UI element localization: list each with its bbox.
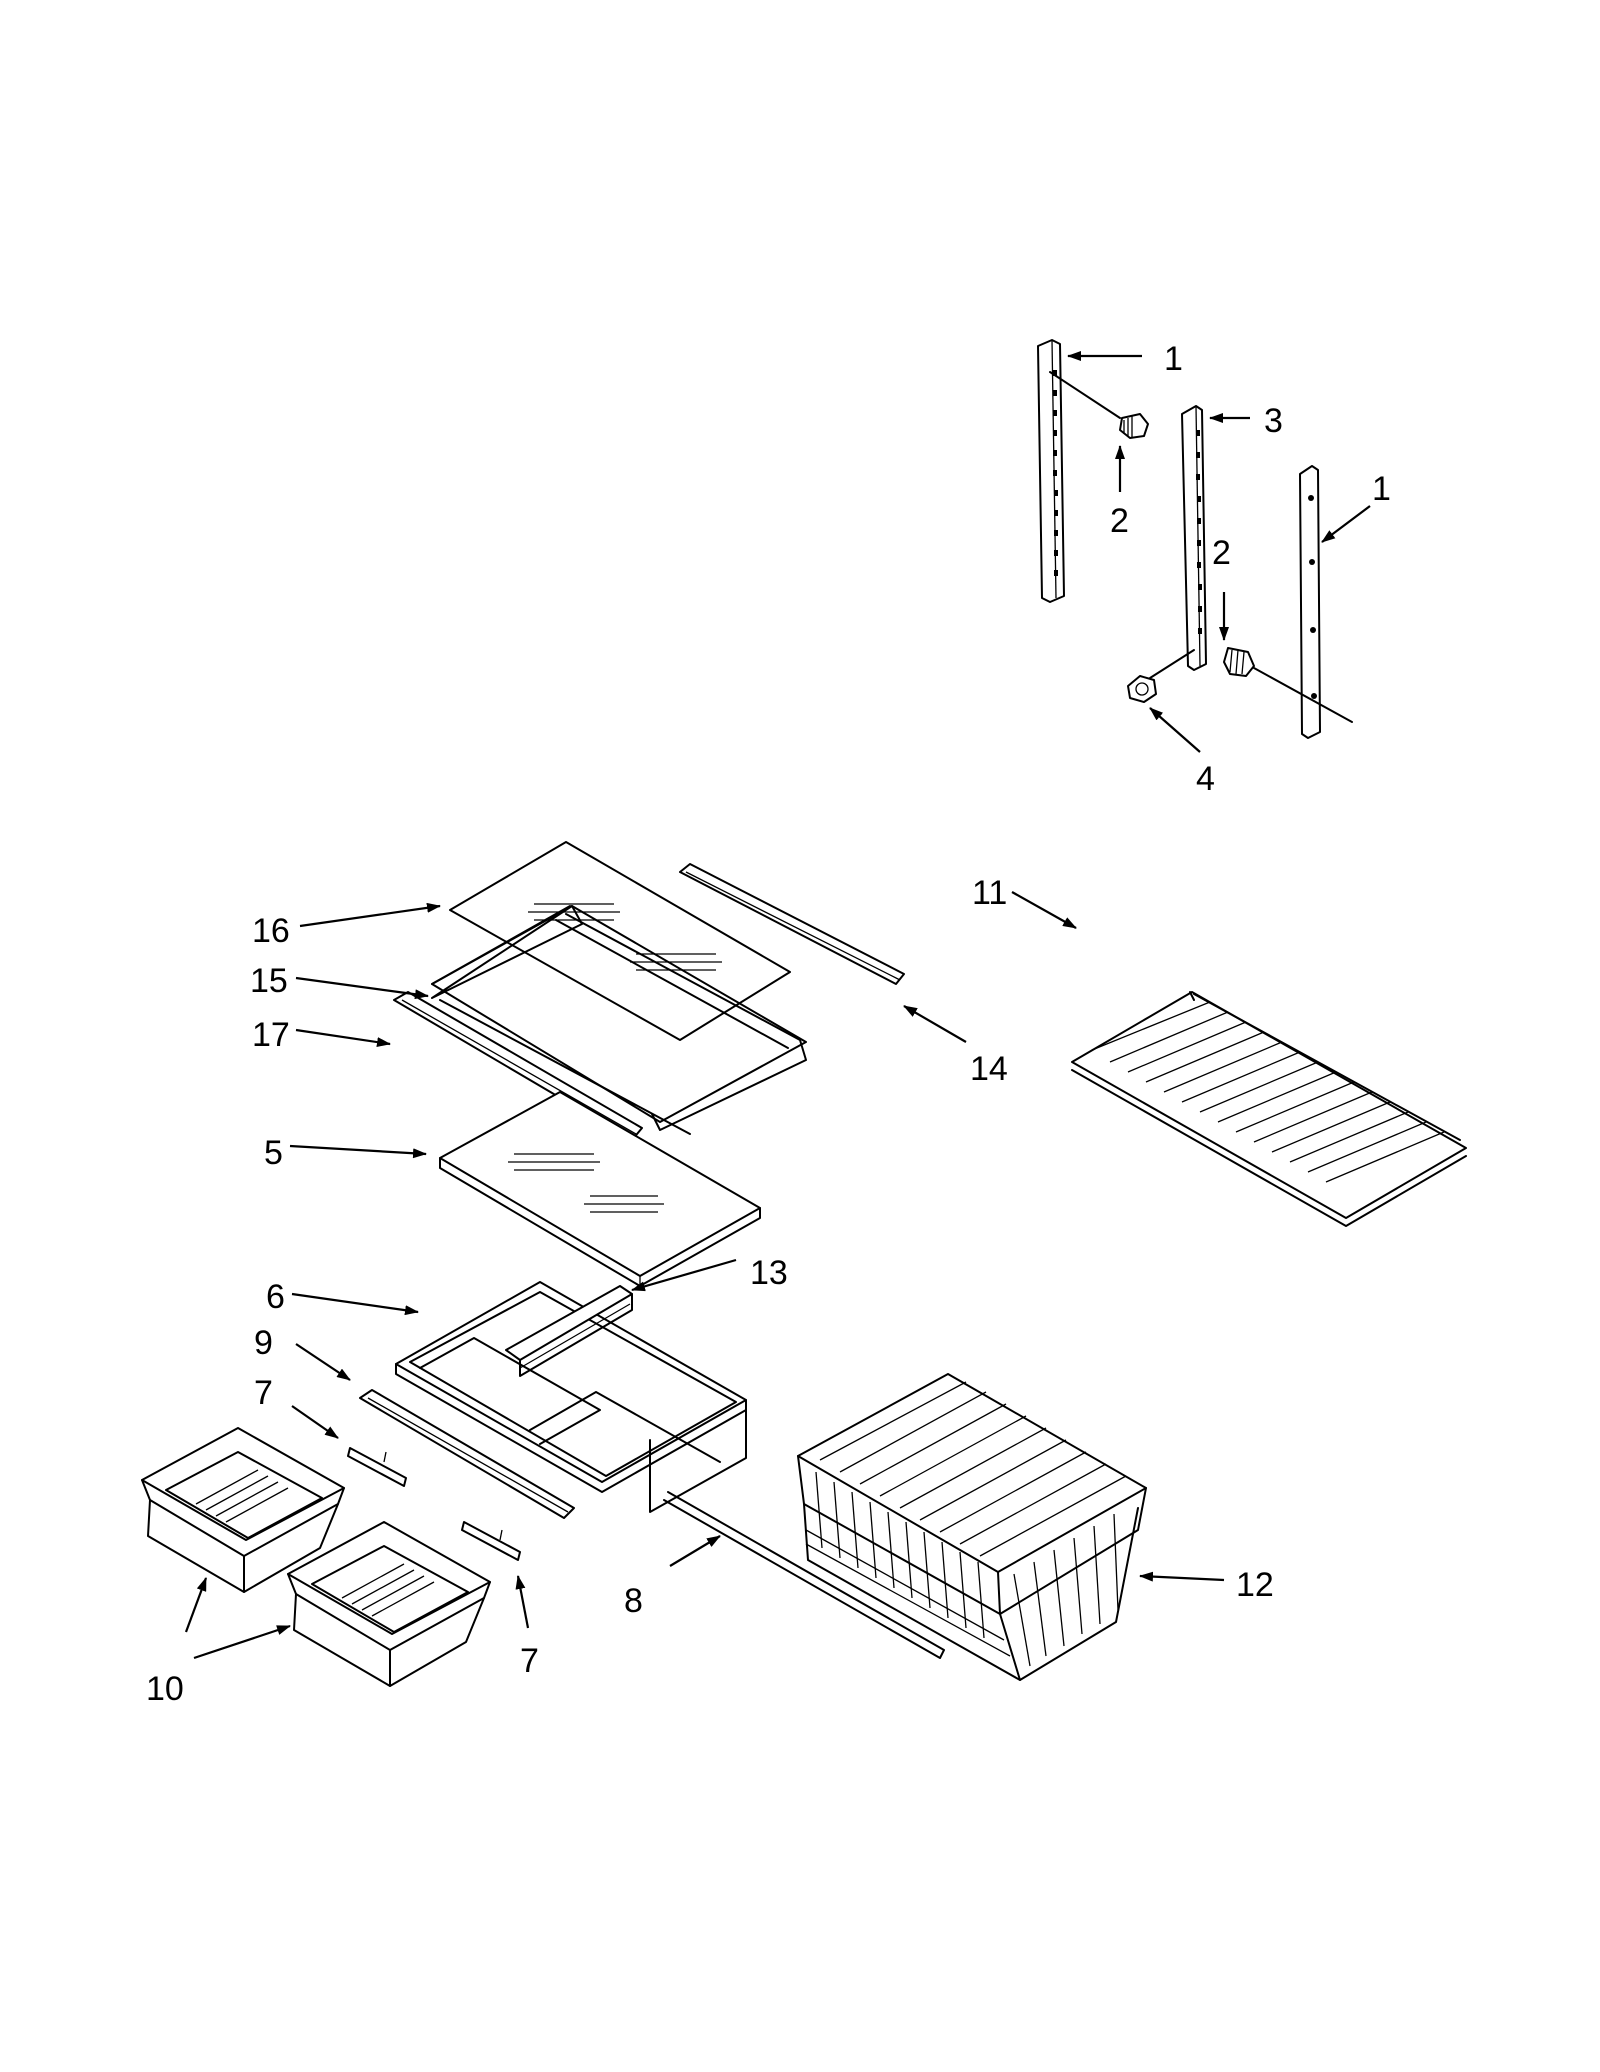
callout-17: 17 xyxy=(252,1016,290,1054)
callout-2-upper: 2 xyxy=(1110,502,1129,540)
divider-bar xyxy=(359,1389,575,1519)
callout-15: 15 xyxy=(250,962,288,1000)
callout-1-right: 1 xyxy=(1372,470,1391,508)
crisper-cover-frame xyxy=(395,1281,747,1513)
callout-7-left: 7 xyxy=(254,1374,273,1412)
callout-11: 11 xyxy=(972,874,1007,912)
screw-bolt xyxy=(1127,675,1157,703)
wire-shelf xyxy=(1071,991,1467,1227)
callout-7-right: 7 xyxy=(520,1642,539,1680)
callout-6: 6 xyxy=(266,1278,285,1316)
screw-lower xyxy=(1223,647,1255,677)
shelf-frame xyxy=(431,905,807,1135)
guide-clip-left xyxy=(347,1447,407,1487)
callout-1-upper: 1 xyxy=(1164,340,1183,378)
callout-14: 14 xyxy=(970,1050,1008,1088)
callout-8: 8 xyxy=(624,1582,643,1620)
glass-shelf-top xyxy=(449,841,791,1041)
guide-clip-right xyxy=(461,1521,521,1561)
callout-10: 10 xyxy=(146,1670,184,1708)
crisper-drawer-left xyxy=(141,1427,345,1593)
callout-2-lower: 2 xyxy=(1212,534,1231,572)
screw-upper xyxy=(1119,413,1149,439)
support-rod xyxy=(663,1491,945,1659)
rear-trim-strip xyxy=(679,863,905,985)
leader-lines xyxy=(184,351,1371,1660)
callout-13: 13 xyxy=(750,1254,788,1292)
shelf-rail-right xyxy=(1299,465,1321,739)
crisper-slide-rail xyxy=(505,1285,633,1377)
callout-9: 9 xyxy=(254,1324,273,1362)
wire-basket xyxy=(797,1373,1147,1681)
glass-shelf-lower xyxy=(439,1091,761,1287)
callout-16: 16 xyxy=(252,912,290,950)
callout-12: 12 xyxy=(1236,1566,1274,1604)
shelf-rail-left xyxy=(1037,339,1065,603)
crisper-drawer-right xyxy=(287,1521,491,1687)
shelf-rail-center xyxy=(1181,405,1207,671)
callout-3: 3 xyxy=(1264,402,1283,440)
callout-5: 5 xyxy=(264,1134,283,1172)
callout-4: 4 xyxy=(1196,760,1215,798)
